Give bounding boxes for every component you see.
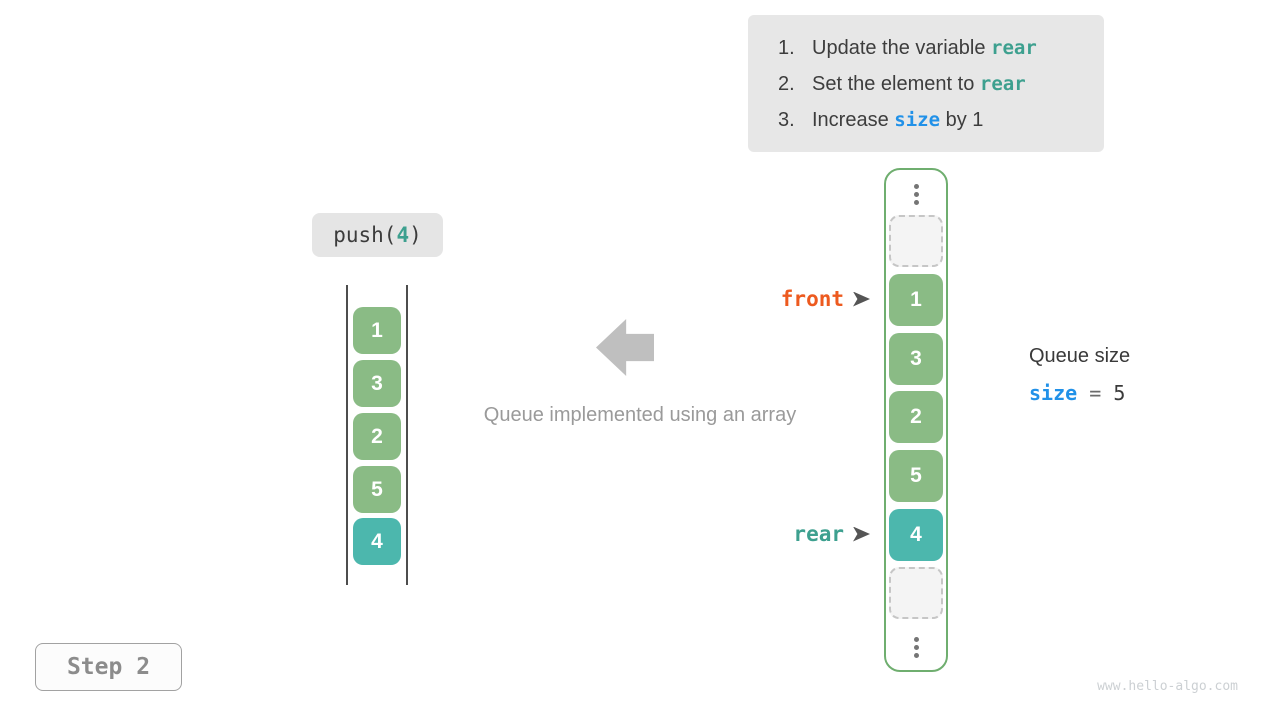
size-value: 5: [1113, 381, 1126, 405]
step-text: Update the variable rear: [812, 36, 1037, 59]
step-number: 3.: [778, 108, 795, 131]
code-token-size: size: [894, 108, 941, 131]
step-indicator: Step 2: [35, 643, 182, 691]
code-token-rear: rear: [991, 36, 1037, 59]
array-cell-front: 1: [889, 274, 943, 326]
empty-array-slot: [889, 215, 943, 267]
vertical-ellipsis-icon: [886, 184, 946, 205]
rear-pointer-label: rear: [793, 522, 844, 546]
queue-cell: 1: [353, 307, 401, 354]
equals-sign: =: [1089, 381, 1102, 405]
left-arrow-icon: [596, 319, 654, 376]
queue-cell: 5: [353, 466, 401, 513]
diagram-caption: Queue implemented using an array: [483, 404, 797, 426]
push-prefix: push(: [333, 223, 397, 247]
instruction-step-1: 1. Update the variable rear: [778, 36, 1104, 60]
front-pointer: front: [720, 285, 870, 313]
step-text: Increase size by 1: [812, 108, 984, 131]
queue-cell-pushed: 4: [353, 518, 401, 565]
pointer-arrow-icon: [853, 526, 870, 542]
push-operation-label: push(4): [312, 213, 443, 257]
code-token-rear: rear: [979, 72, 1026, 95]
front-pointer-label: front: [780, 287, 844, 311]
queue-size-equation: size = 5: [1029, 381, 1130, 405]
queue-cell: 3: [353, 360, 401, 407]
empty-array-slot: [889, 567, 943, 619]
queue-cell: 2: [353, 413, 401, 460]
size-variable: size: [1029, 381, 1078, 405]
instruction-step-3: 3. Increase size by 1: [778, 108, 1104, 132]
array-cell: 2: [889, 391, 943, 443]
queue-wall-left: [346, 285, 348, 585]
queue-size-title: Queue size: [1029, 345, 1131, 367]
abstract-queue: 1 3 2 5 4: [346, 285, 408, 585]
queue-size-info: Queue size size = 5: [1029, 344, 1130, 405]
array-cell-rear: 4: [889, 509, 943, 561]
array-cell: 5: [889, 450, 943, 502]
watermark: www.hello-algo.com: [1097, 679, 1238, 694]
array-container: 1 3 2 5 4: [884, 168, 948, 672]
vertical-ellipsis-icon: [886, 637, 946, 658]
push-suffix: ): [409, 223, 422, 247]
instruction-step-2: 2. Set the element to rear: [778, 72, 1104, 96]
queue-wall-right: [406, 285, 408, 585]
rear-pointer: rear: [720, 520, 870, 548]
step-text: Set the element to rear: [812, 72, 1026, 95]
array-cell: 3: [889, 333, 943, 385]
push-argument: 4: [396, 223, 410, 247]
step-number: 2.: [778, 72, 795, 95]
pointer-arrow-icon: [853, 291, 870, 307]
instruction-box: 1. Update the variable rear 2. Set the e…: [748, 15, 1104, 152]
step-number: 1.: [778, 36, 795, 59]
